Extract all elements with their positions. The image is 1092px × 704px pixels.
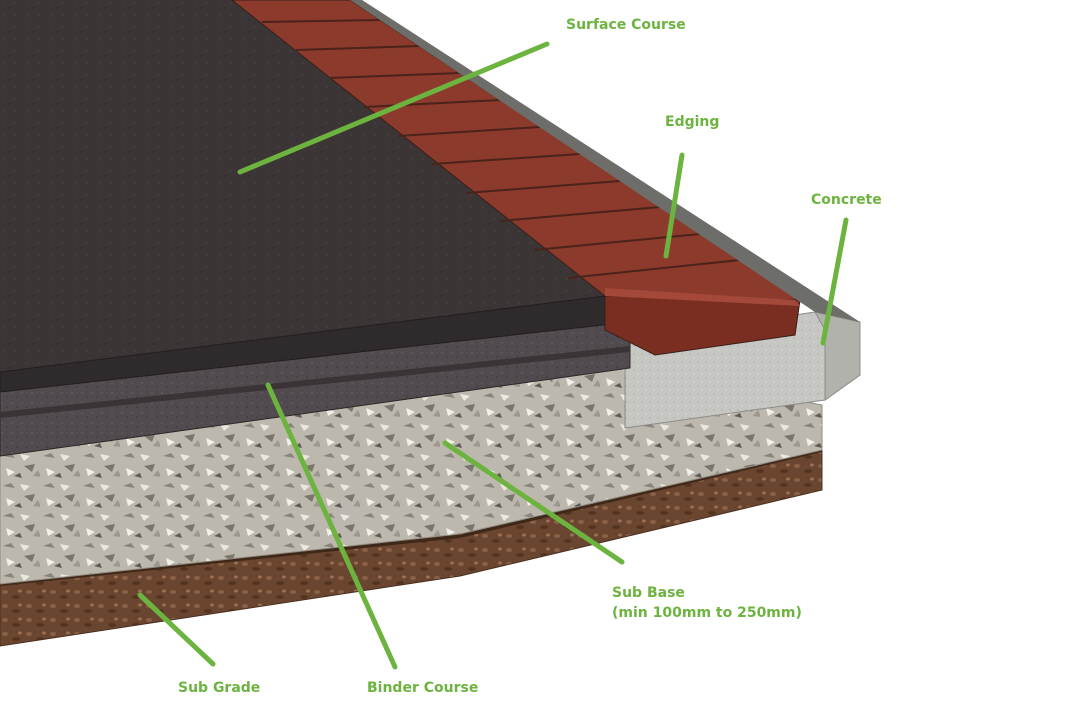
concrete-edge-strip xyxy=(350,0,860,322)
sub-grade-label: Sub Grade xyxy=(178,680,261,696)
leader-line-edging xyxy=(663,152,685,259)
binder-course-edge xyxy=(0,346,630,418)
leader-line-binder-course xyxy=(265,382,398,670)
edging-label: Edging xyxy=(665,114,720,130)
leader-line-surface-course xyxy=(237,41,550,175)
sub-base-label-line1: Sub Base xyxy=(612,585,685,601)
binder-course-label: Binder Course xyxy=(367,680,479,696)
leader-line-concrete xyxy=(820,217,849,346)
leader-line-sub-grade xyxy=(137,592,216,667)
surface-course-top xyxy=(0,0,605,380)
leader-line-sub-base xyxy=(442,440,625,565)
sub-base-label: Sub Base (min 100mm to 250mm) xyxy=(612,583,802,623)
edging-brick-joints xyxy=(261,19,741,279)
surface-course-label: Surface Course xyxy=(566,17,686,33)
sub-base-label-line2: (min 100mm to 250mm) xyxy=(612,605,802,621)
concrete-label: Concrete xyxy=(811,192,882,208)
edging-brick-cap xyxy=(605,288,800,306)
leader-lines xyxy=(137,41,849,670)
